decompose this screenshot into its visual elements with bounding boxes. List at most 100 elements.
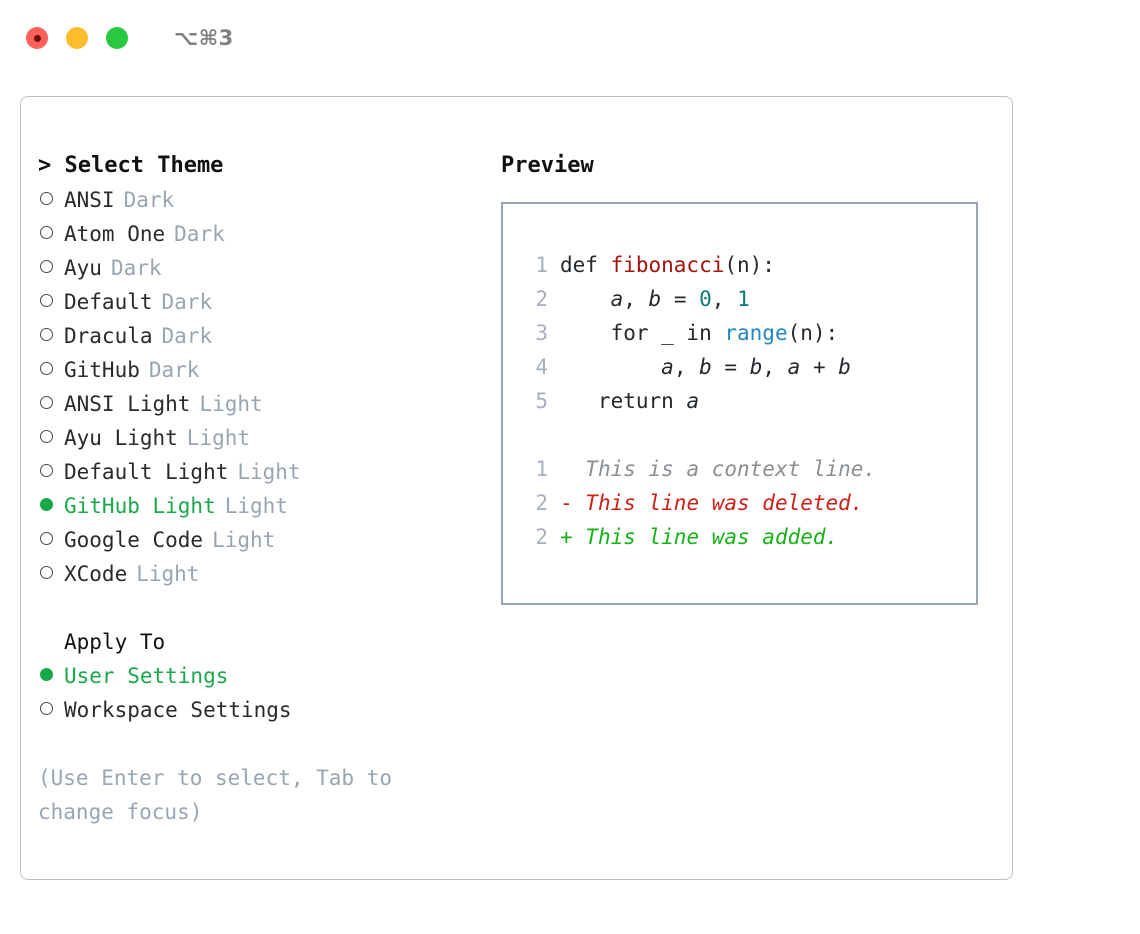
diff-line-added: 2 + This line was added. — [522, 520, 976, 554]
code-token-num: 1 — [737, 287, 750, 311]
apply-to-option-user-settings[interactable]: User Settings — [38, 659, 498, 693]
theme-option-label: Default Light — [64, 460, 229, 484]
code-text: a, b = 0, 1 — [560, 282, 750, 316]
diff-line-context: 1 This is a context line. — [522, 452, 976, 486]
theme-option-dracula[interactable]: Dracula Dark — [38, 319, 498, 353]
code-token-num: 0 — [699, 287, 712, 311]
minimize-button[interactable] — [66, 27, 88, 49]
theme-option-atom-one[interactable]: Atom One Dark — [38, 217, 498, 251]
theme-variant-tag: Dark — [161, 324, 213, 348]
diff-content: This line was deleted. — [572, 491, 864, 515]
theme-option-label: Ayu Light — [64, 426, 178, 450]
theme-variant-tag: Dark — [110, 256, 162, 280]
theme-variant-tag: Light — [186, 426, 251, 450]
theme-option-xcode[interactable]: XCode Light — [38, 557, 498, 591]
code-token-punct: , — [762, 355, 788, 379]
theme-option-github-light[interactable]: GitHub Light Light — [38, 489, 498, 523]
theme-option-ayu-light[interactable]: Ayu Light Light — [38, 421, 498, 455]
code-token-var: b — [648, 287, 662, 311]
code-token-punct — [560, 287, 611, 311]
code-token-var: a — [661, 355, 674, 379]
theme-variant-tag: Light — [237, 460, 301, 484]
apply-to-option-label: Workspace Settings — [64, 698, 292, 722]
code-token-punct — [560, 355, 661, 379]
select-theme-header: > Select Theme — [38, 153, 224, 178]
diff-sign: - — [560, 491, 573, 515]
apply-to-option-label: User Settings — [64, 664, 229, 688]
code-token-punct: = — [661, 287, 700, 311]
code-text: for _ in range(n): — [560, 316, 839, 350]
line-number: 5 — [535, 389, 548, 413]
theme-option-ansi[interactable]: ANSI Dark — [38, 183, 498, 217]
code-text: def fibonacci(n): — [560, 248, 775, 282]
diff-content: This is a context line. — [572, 457, 877, 481]
maximize-button[interactable] — [106, 27, 128, 49]
code-text: a, b = b, a + b — [560, 350, 851, 384]
theme-option-label: XCode — [64, 562, 128, 586]
code-token-kw: def — [560, 253, 611, 277]
line-number: 2 — [535, 287, 548, 311]
keyboard-hint-text: (Use Enter to select, Tab to change focu… — [38, 766, 405, 824]
code-line: 4 a, b = b, a + b — [522, 350, 976, 384]
theme-option-label: GitHub — [64, 358, 140, 382]
theme-option-default-light[interactable]: Default Light Light — [38, 455, 498, 489]
keyboard-shortcut-label: ⌥⌘3 — [174, 26, 234, 50]
line-number: 1 — [535, 253, 548, 277]
code-token-punct: , — [711, 287, 738, 311]
theme-variant-tag: Dark — [174, 222, 225, 246]
theme-variant-tag: Light — [224, 494, 288, 518]
theme-variant-tag: Light — [136, 562, 200, 586]
code-text: return a — [560, 384, 699, 418]
theme-variant-tag: Dark — [161, 290, 213, 314]
code-token-punct: (n): — [787, 321, 839, 345]
code-line: 1 def fibonacci(n): — [522, 248, 976, 282]
theme-option-label: GitHub Light — [64, 494, 216, 518]
code-token-punct: = — [711, 355, 750, 379]
diff-text: + This line was added. — [560, 520, 838, 554]
line-number: 1 — [535, 457, 548, 481]
code-line: 3 for _ in range(n): — [522, 316, 976, 350]
apply-to-option-workspace-settings[interactable]: Workspace Settings — [38, 693, 498, 727]
theme-option-label: Default — [64, 290, 153, 314]
close-button[interactable] — [26, 27, 48, 49]
theme-option-label: Dracula — [64, 324, 153, 348]
theme-variant-tag: Dark — [148, 358, 200, 382]
code-token-kw: return — [560, 389, 687, 413]
preview-header: Preview — [501, 153, 594, 178]
theme-option-ayu[interactable]: Ayu Dark — [38, 251, 498, 285]
code-token-kw: for _ in — [560, 321, 725, 345]
code-token-var: a — [787, 355, 801, 379]
theme-option-github[interactable]: GitHub Dark — [38, 353, 498, 387]
theme-option-label: Atom One — [64, 222, 166, 246]
apply-to-header: Apply To — [64, 630, 166, 654]
theme-option-label: ANSI — [64, 188, 115, 212]
list-spacer — [38, 591, 498, 625]
window-controls — [26, 27, 128, 49]
theme-option-label: Google Code — [64, 528, 204, 552]
code-token-var: b — [838, 355, 851, 379]
line-number: 3 — [535, 321, 548, 345]
line-number: 4 — [535, 355, 548, 379]
theme-option-label: ANSI Light — [64, 392, 191, 416]
code-token-var: b — [699, 355, 712, 379]
code-line: 5 return a — [522, 384, 976, 418]
code-token-punct: , — [623, 287, 649, 311]
line-number: 2 — [535, 491, 548, 515]
diff-text: - This line was deleted. — [560, 486, 863, 520]
code-token-punct: + — [800, 355, 839, 379]
diff-content: This line was added. — [572, 525, 839, 549]
theme-option-default[interactable]: Default Dark — [38, 285, 498, 319]
theme-option-label: Ayu — [64, 256, 102, 280]
line-number: 2 — [535, 525, 548, 549]
theme-variant-tag: Dark — [123, 188, 175, 212]
code-diff-spacer — [522, 418, 976, 452]
code-token-punct: , — [673, 355, 700, 379]
